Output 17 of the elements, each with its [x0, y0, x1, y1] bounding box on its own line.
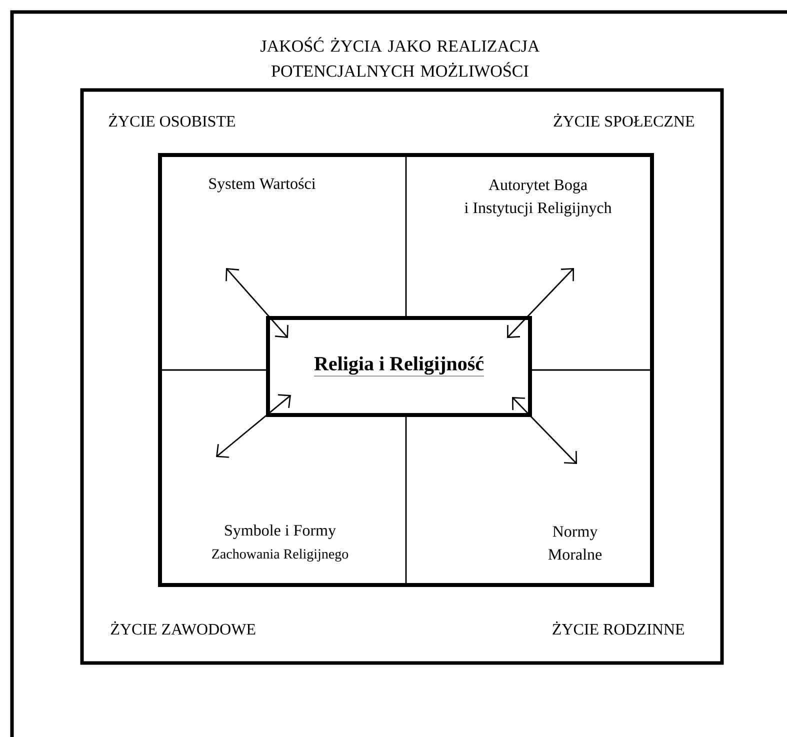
- double-arrow: [507, 268, 574, 338]
- quadrant-label: ŻYCIE RODZINNE: [552, 621, 684, 635]
- title: JAKOŚĆ ŻYCIA JAKO REALIZACJA POTENCJALNYCH MOŻLIWOŚCI: [260, 37, 540, 77]
- center-box: Religia i Religijność: [266, 316, 532, 417]
- double-arrow: [226, 268, 288, 338]
- life-area-box: [80, 88, 724, 665]
- double-arrow: [216, 394, 291, 458]
- double-arrow: [512, 397, 577, 464]
- quadrant-label: ŻYCIE SPOŁECZNE: [554, 113, 694, 127]
- quadrant-text: System Wartości: [209, 178, 316, 192]
- quadrant-label: ŻYCIE ZAWODOWE: [110, 621, 256, 635]
- quadrant-text: Normy Moralne: [548, 526, 602, 560]
- quadrant-text: Symbole i Formy Zachowania Religijnego: [212, 524, 348, 562]
- quadrant-label: ŻYCIE OSOBISTE: [108, 113, 235, 127]
- outer-frame: [10, 10, 787, 737]
- quadrant-text: Autorytet Boga i Instytucji Religijnych: [464, 180, 612, 216]
- inner-box: [158, 153, 654, 587]
